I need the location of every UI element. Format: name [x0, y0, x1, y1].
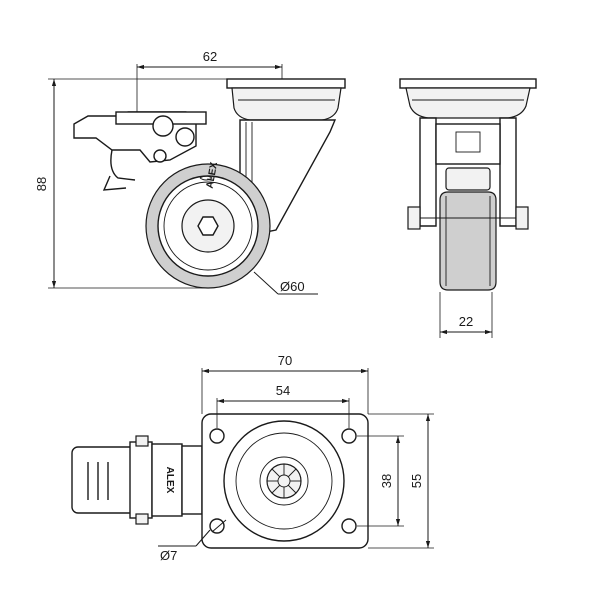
dim-hole-spacing-x: 54 — [276, 383, 290, 398]
dim-wheel-diameter: Ø60 — [280, 279, 305, 294]
side-view: ALEX — [73, 78, 346, 289]
side-brand-mark: ALEX — [205, 161, 221, 189]
top-bolt-hole-tl — [209, 428, 225, 444]
top-brake-pedal — [71, 446, 139, 514]
front-axle-nut-left — [407, 206, 421, 230]
dim-plate-width: 70 — [278, 353, 292, 368]
side-swivel-housing — [231, 87, 342, 121]
top-brand-mark: ALEX — [164, 467, 175, 494]
dim-overall-height: 88 — [34, 177, 49, 191]
top-view: ALEX — [71, 413, 369, 549]
dim-leader-diameter — [253, 271, 279, 295]
dim-hole-spacing-y: 38 — [379, 474, 394, 488]
top-bolt-hole-tr — [341, 428, 357, 444]
front-view — [399, 78, 537, 291]
top-rivet-spokes — [267, 464, 301, 498]
top-bolt-hole-br — [341, 518, 357, 534]
front-wheel — [439, 191, 497, 291]
front-fork-left — [419, 117, 437, 227]
front-view-dimensions: 22 — [439, 292, 493, 338]
front-mounting-plate — [399, 78, 537, 89]
dim-leader-hole — [195, 529, 211, 547]
dim-plate-offset: 62 — [203, 49, 217, 64]
top-view-dimensions: 70 54 38 55 Ø7 — [158, 353, 434, 563]
dim-plate-depth: 55 — [409, 474, 424, 488]
front-brake-block — [435, 123, 501, 165]
front-axle-nut-right — [515, 206, 529, 230]
side-axle-nut — [197, 216, 219, 236]
dim-wheel-width: 22 — [459, 314, 473, 329]
front-brake-pad — [445, 167, 491, 191]
front-fork-right — [499, 117, 517, 227]
top-brake-bracket — [129, 441, 153, 519]
side-mounting-plate — [226, 78, 346, 89]
front-swivel-housing — [405, 87, 531, 119]
side-brake-pivot — [152, 115, 174, 137]
dim-hole-diameter: Ø7 — [160, 548, 177, 563]
top-bolt-hole-bl — [209, 518, 225, 534]
side-view-dimensions: 62 88 Ø60 — [34, 49, 318, 295]
